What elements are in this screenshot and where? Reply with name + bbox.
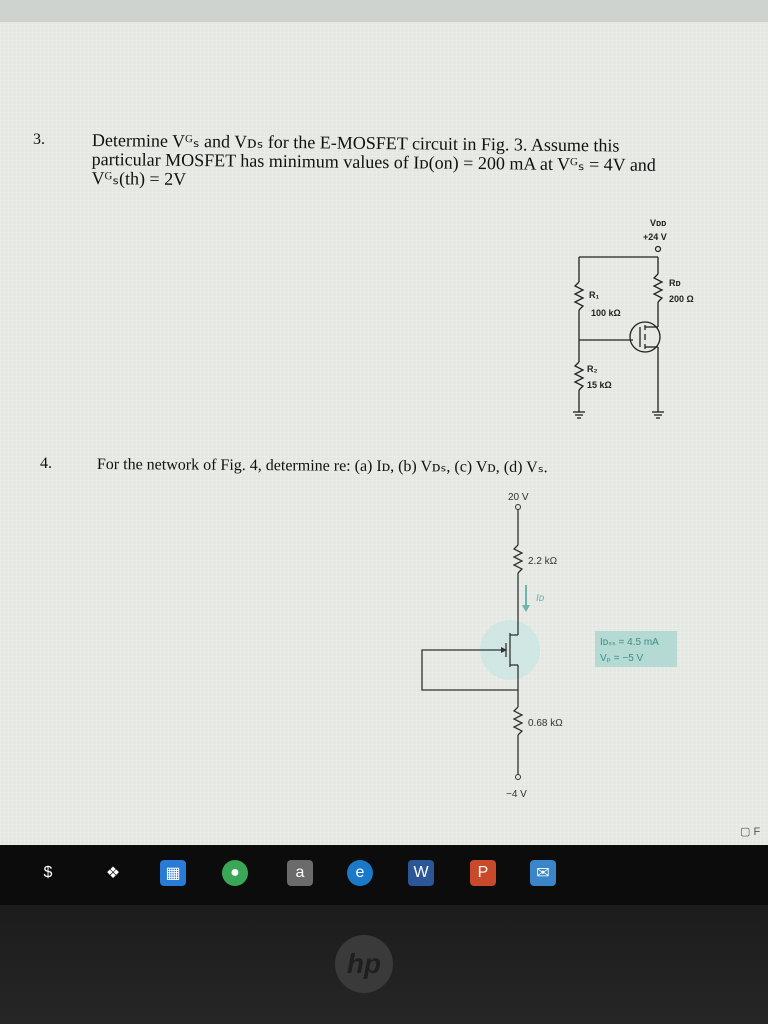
fig3-r1-value: 100 kΩ xyxy=(591,308,621,318)
question-4-text: For the network of Fig. 4, determine re:… xyxy=(97,455,657,478)
question-3-text: Determine Vᴳₛ and Vᴅₛ for the E-MOSFET c… xyxy=(91,130,712,194)
corner-overlay-icon: ▢ F xyxy=(740,826,761,838)
fig4-vp-value: Vₚ = −5 V xyxy=(600,653,644,664)
chrome-icon[interactable]: ● xyxy=(222,860,248,886)
fig3-rd-value: 200 Ω xyxy=(669,294,694,304)
fig4-id-label: Iᴅ xyxy=(536,593,545,604)
fig4-supply-bottom: −4 V xyxy=(506,789,527,800)
fig3-r1-resistor xyxy=(573,281,585,311)
taskbar-app-icon-1[interactable]: $ xyxy=(43,864,53,881)
question-3-number: 3. xyxy=(33,131,45,148)
fig3-mosfet xyxy=(629,321,661,353)
store-icon[interactable]: ▦ xyxy=(160,860,186,886)
fig3-vdd-label: Vᴅᴅ xyxy=(650,218,666,228)
hp-logo: hp xyxy=(335,935,393,993)
fig4-rs-value: 0.68 kΩ xyxy=(528,718,563,729)
document-page: 3. Determine Vᴳₛ and Vᴅₛ for the E-MOSFE… xyxy=(0,0,768,845)
fig3-r2-resistor xyxy=(573,361,585,391)
amazon-icon[interactable]: a xyxy=(287,860,313,886)
fig3-r2-label: R₂ xyxy=(587,364,598,374)
fig3-rd-label: Rᴅ xyxy=(669,278,681,288)
mail-icon[interactable]: ✉ xyxy=(530,860,556,886)
fig-3-circuit: Vᴅᴅ +24 V R₁ 100 kΩ R₂ 15 kΩ Rᴅ 200 Ω xyxy=(573,218,694,419)
edge-icon[interactable]: e xyxy=(347,860,373,886)
dropbox-icon[interactable]: ❖ xyxy=(100,860,126,886)
windows-taskbar: $ ❖ ▦ ● a e W P ✉ xyxy=(0,845,768,905)
fig3-r1-label: R₁ xyxy=(589,290,599,300)
question-4-line-1: For the network of Fig. 4, determine re:… xyxy=(96,455,548,477)
question-4-number: 4. xyxy=(40,455,52,472)
page-top-edge xyxy=(0,0,768,22)
fig3-vdd-value: +24 V xyxy=(643,232,667,242)
word-icon[interactable]: W xyxy=(408,860,434,886)
fig3-r2-value: 15 kΩ xyxy=(587,380,612,390)
fig4-supply-top: 20 V xyxy=(508,492,529,503)
fig4-rd-resistor xyxy=(512,544,524,574)
fig4-rs-resistor xyxy=(512,706,524,736)
fig4-idss-value: Iᴅₛₛ = 4.5 mA xyxy=(600,637,659,648)
fig-4-circuit: 20 V 2.2 kΩ Iᴅ Iᴅₛₛ = 4.5 mA Vₚ = −5 V 0… xyxy=(421,492,677,800)
fig4-rd-value: 2.2 kΩ xyxy=(528,556,558,567)
powerpoint-icon[interactable]: P xyxy=(470,860,496,886)
fig3-rd-resistor xyxy=(652,273,664,303)
